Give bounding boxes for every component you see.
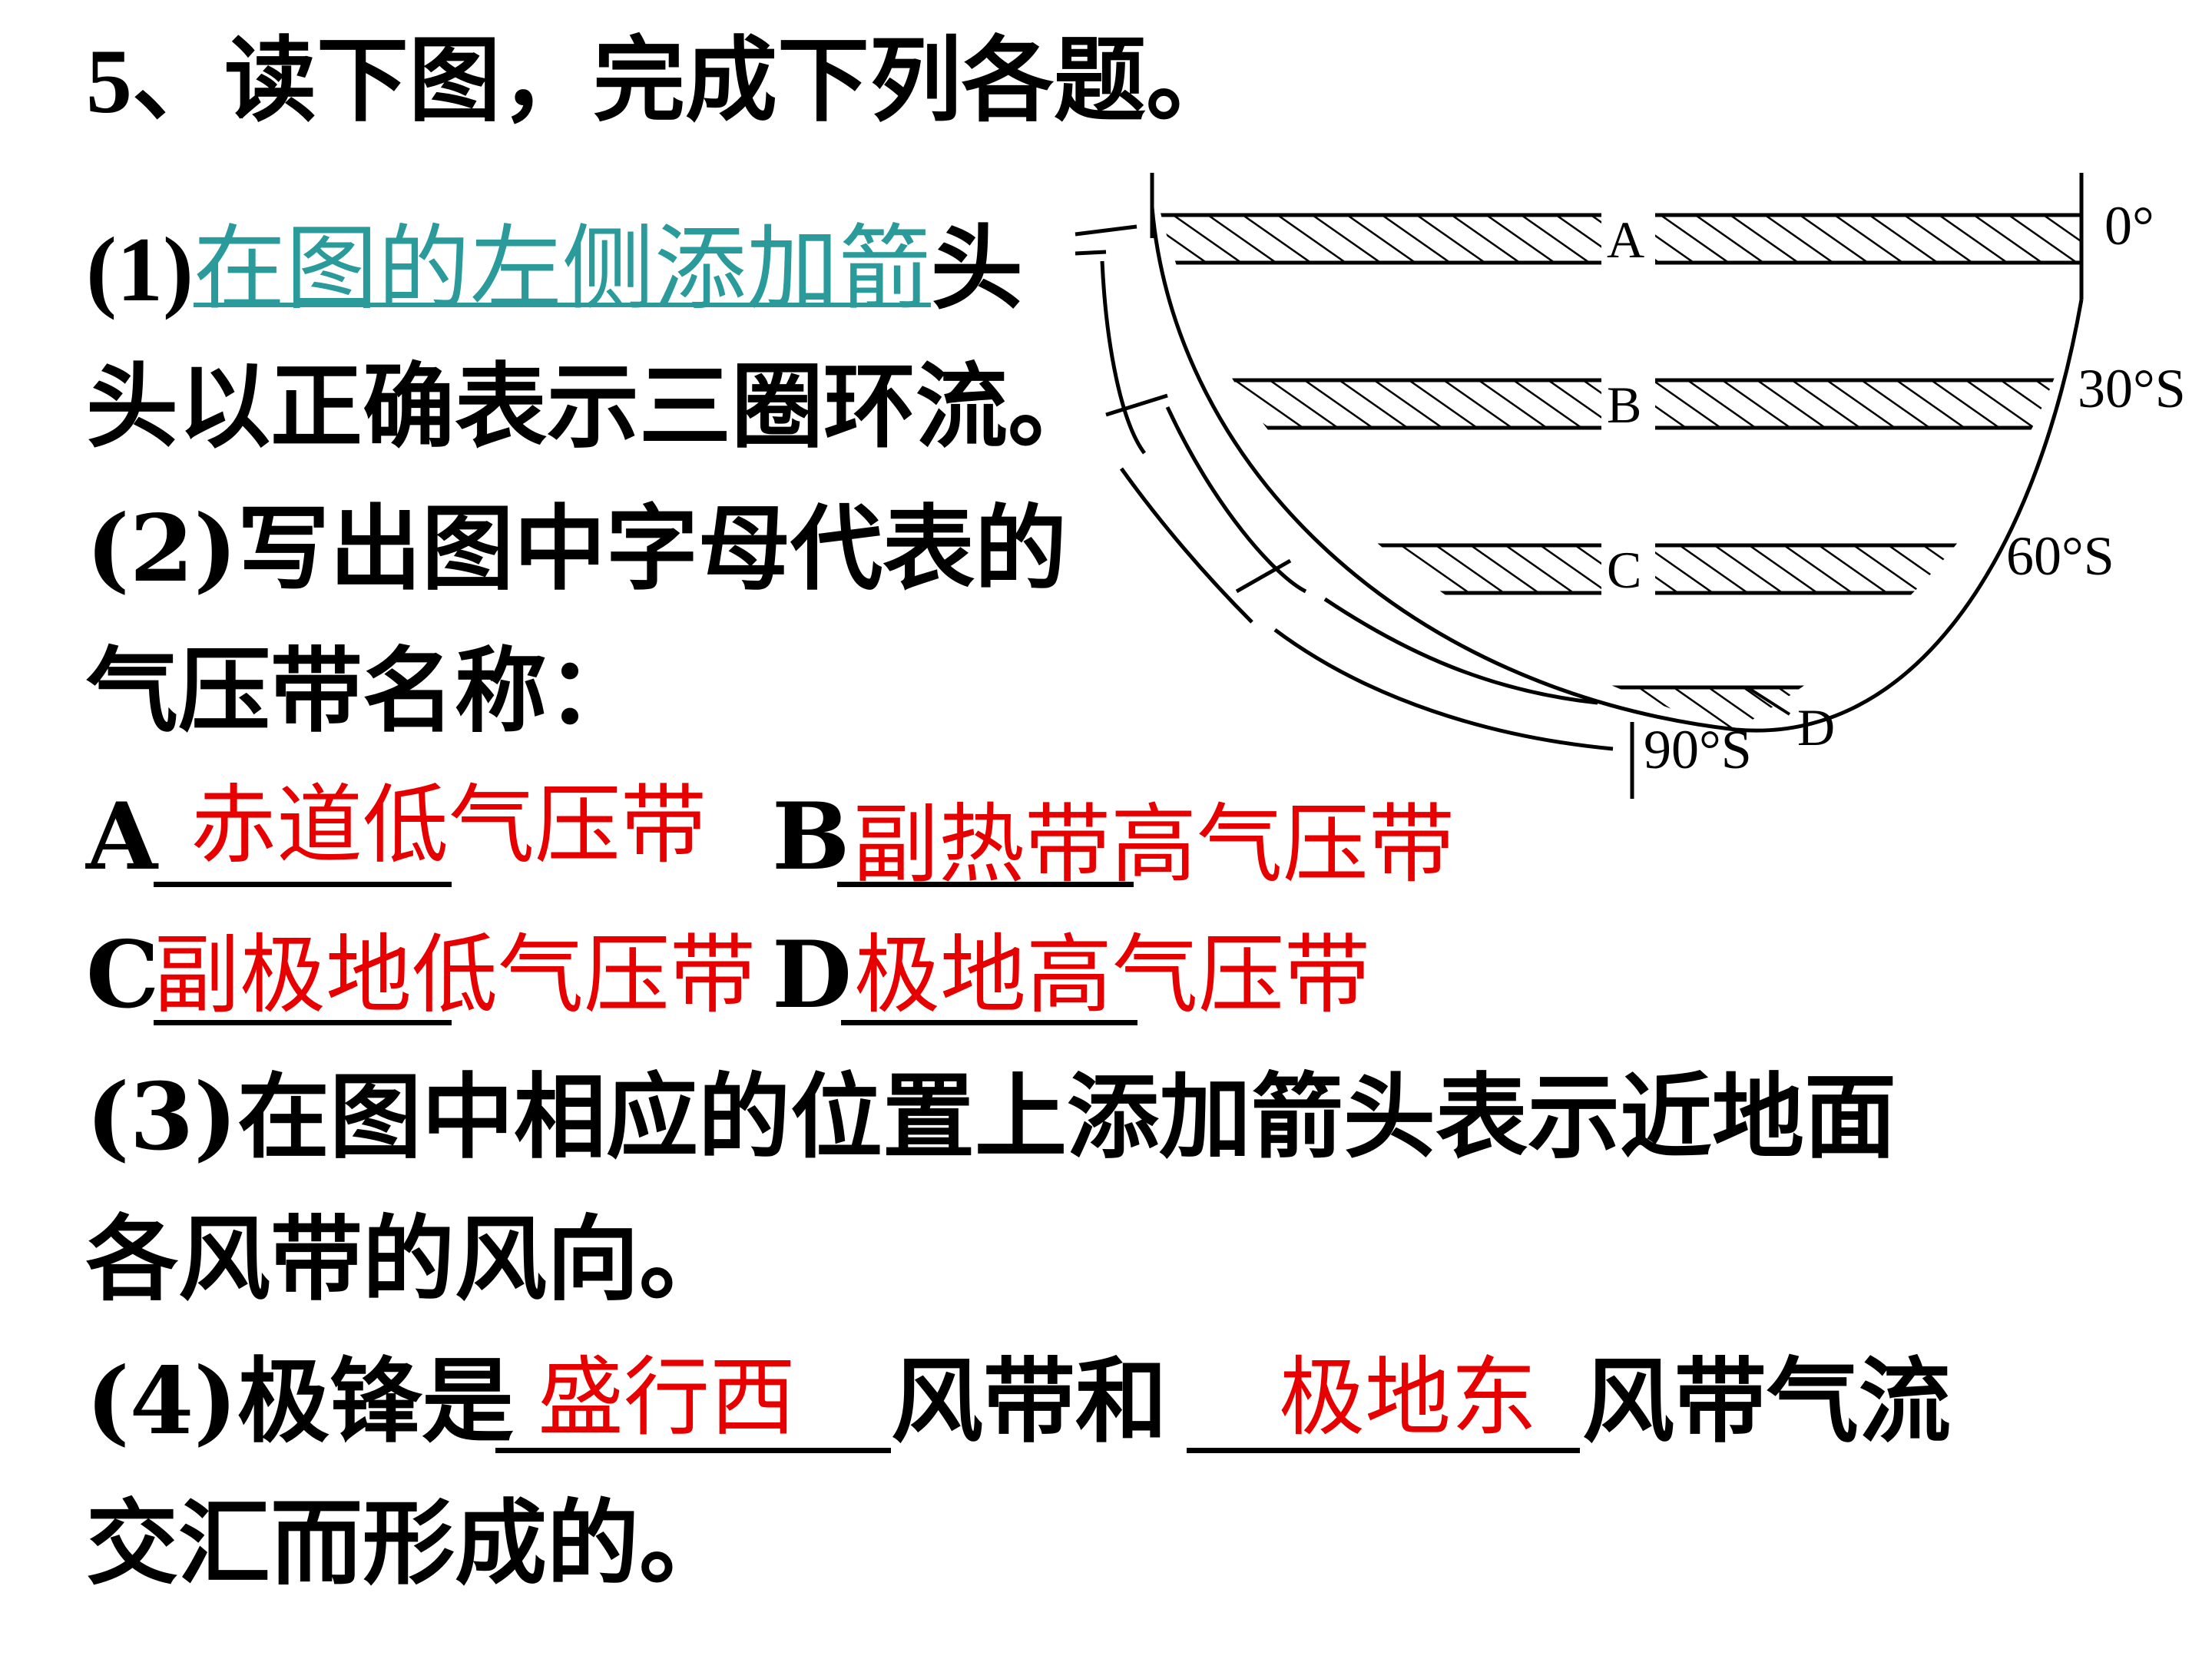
- latitude-0: 0°: [2104, 195, 2154, 257]
- belt-label-c: C: [1607, 541, 1641, 599]
- answer-c: 副极地低气压带: [154, 926, 756, 1025]
- q2-line1: (2)写出图中字母代表的: [86, 495, 1068, 603]
- q4-blank-1: [495, 1448, 891, 1453]
- label-b: B: [772, 783, 850, 891]
- q4-line2: 交汇而形成的。: [86, 1489, 731, 1598]
- q2-line2: 气压带名称：: [86, 637, 639, 745]
- pressure-belt-diagram: A B C D 0° 30°S 60°S 90°S: [1075, 173, 2186, 799]
- q1-line2: 头以正确表示三圈环流。: [86, 353, 1100, 461]
- q3-line2: 各风带的风向。: [86, 1205, 731, 1313]
- latitude-60s: 60°S: [2006, 525, 2114, 587]
- blank-d: [841, 1020, 1137, 1025]
- blank-b: [837, 882, 1134, 887]
- answer-d: 极地高气压带: [854, 926, 1370, 1025]
- q4-blank-2: [1187, 1448, 1580, 1453]
- q1-line1: (1)在图的左侧添加箭头: [86, 214, 1023, 323]
- q3-line1: (3)在图中相应的位置上添加箭头表示近地面: [86, 1063, 1897, 1171]
- belt-label-a: A: [1607, 210, 1644, 269]
- latitude-90s: 90°S: [1644, 719, 1752, 780]
- blank-a: [154, 882, 452, 887]
- label-a: A: [86, 783, 158, 891]
- q1-hyperlink[interactable]: 在图的左侧添加箭: [193, 216, 931, 323]
- label-c: C: [86, 921, 160, 1029]
- circulation-cells: [1075, 224, 1614, 751]
- label-d: D: [772, 921, 853, 1029]
- belt-label-d: D: [1797, 698, 1835, 757]
- q4-part3: 风带气流: [1582, 1347, 1951, 1455]
- belt-label-b: B: [1607, 376, 1641, 434]
- question-title: 5、读下图，完成下列各题。: [86, 30, 1238, 132]
- q4-part1: (4)极锋是: [86, 1347, 515, 1455]
- blank-c: [154, 1020, 452, 1025]
- belt-d: [1152, 685, 2081, 730]
- q4-answer-1: 盛行西: [538, 1348, 796, 1448]
- answer-b: 副热带高气压带: [853, 795, 1455, 895]
- answer-a: 赤道低气压带: [190, 776, 707, 876]
- latitude-30s: 30°S: [2078, 358, 2186, 419]
- q4-part2: 风带和: [891, 1347, 1167, 1455]
- q4-answer-2: 极地东: [1279, 1348, 1537, 1448]
